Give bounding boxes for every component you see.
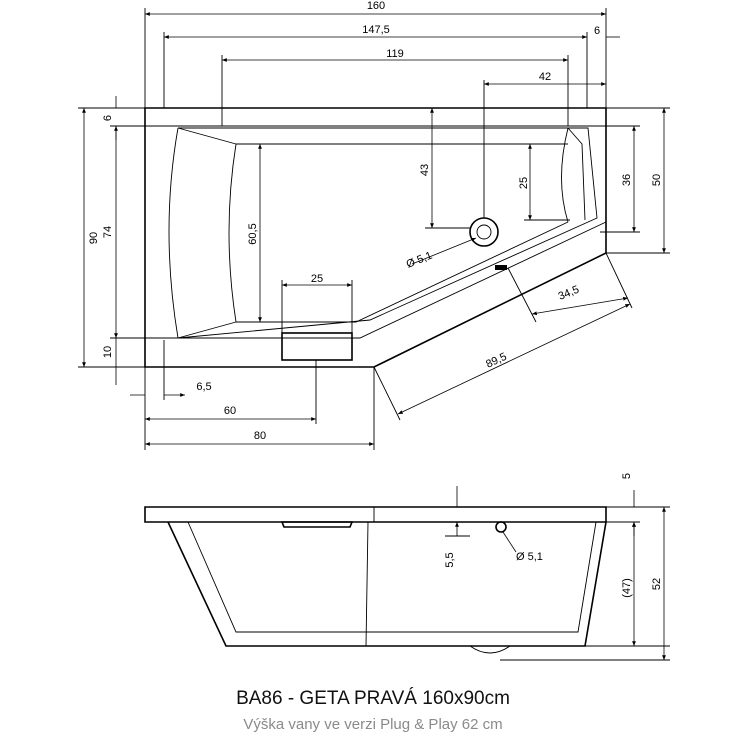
dim-47: (47) xyxy=(621,578,633,598)
dim-119: 119 xyxy=(386,48,404,60)
dim-drain-diameter: Ø 5,1 xyxy=(405,250,434,271)
drawing-subtitle: Výška vany ve verzi Plug & Play 62 cm xyxy=(243,716,503,733)
dim-42: 42 xyxy=(539,71,551,83)
side-rim xyxy=(144,506,607,523)
dim-60-5: 60,5 xyxy=(247,223,259,244)
dim-36: 36 xyxy=(621,174,633,186)
dim-6-top: 6 xyxy=(102,115,114,121)
backrest-inner xyxy=(177,127,237,339)
drain-top xyxy=(469,217,499,247)
dim-52: 52 xyxy=(651,578,663,590)
dim-43: 43 xyxy=(419,164,431,176)
side-drain-foot xyxy=(469,645,511,654)
dim-50: 50 xyxy=(651,174,663,186)
dim-5: 5 xyxy=(621,473,633,479)
overflow-panel-top xyxy=(281,332,353,361)
side-overflow-hole xyxy=(495,521,507,533)
dim-25-vert: 25 xyxy=(518,177,530,189)
backrest-outer xyxy=(168,127,179,339)
side-view: 5,5 Ø 5,1 5 (47) 52 xyxy=(144,473,670,661)
drawing-title: BA86 - GETA PRAVÁ 160x90cm xyxy=(236,688,510,709)
dim-60: 60 xyxy=(224,405,236,417)
tub-rim-inner xyxy=(145,125,607,339)
dim-34-5: 34,5 xyxy=(557,284,581,303)
dim-5-5: 5,5 xyxy=(444,552,456,567)
dim-6-right: 6 xyxy=(594,25,600,37)
dim-25-horiz: 25 xyxy=(311,273,323,285)
side-overflow-slot xyxy=(280,521,354,528)
top-view: 160 147,5 6 119 42 90 74 6 10 43 25 60,5 xyxy=(78,0,670,450)
dim-side-diameter: Ø 5,1 xyxy=(516,551,543,563)
basin-floor xyxy=(236,143,569,323)
dim-74: 74 xyxy=(102,226,114,238)
overflow-small xyxy=(495,265,507,270)
dim-80: 80 xyxy=(254,430,266,442)
foot-recess xyxy=(561,127,586,223)
dim-147-5: 147,5 xyxy=(362,24,390,36)
dim-6-5: 6,5 xyxy=(196,381,211,393)
tub-basin-outline xyxy=(177,127,598,339)
dim-90: 90 xyxy=(88,232,100,244)
dim-10: 10 xyxy=(102,346,114,358)
dim-160: 160 xyxy=(367,0,385,12)
side-body xyxy=(167,521,607,647)
